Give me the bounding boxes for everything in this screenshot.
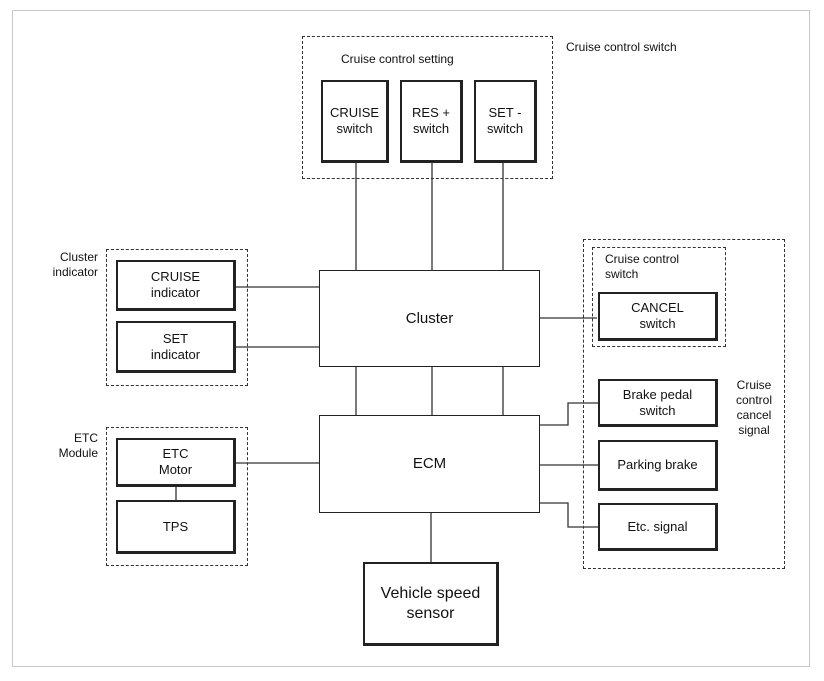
cruise-switch-group-label: Cruise control switch xyxy=(566,40,677,54)
cancel-switch-group xyxy=(592,247,726,347)
set-switch-box: SET -switch xyxy=(474,80,537,163)
etc-signal-box: Etc. signal xyxy=(598,503,718,551)
diagram-frame xyxy=(12,10,810,667)
tps-box: TPS xyxy=(116,500,236,554)
cruise-setting-label: Cruise control setting xyxy=(341,52,454,66)
cluster-box: Cluster xyxy=(319,270,540,367)
cluster-indicator-group xyxy=(106,249,248,386)
parking-brake-box: Parking brake xyxy=(598,440,718,491)
etc-module-group xyxy=(106,427,248,566)
res-switch-box: RES +switch xyxy=(400,80,463,163)
cruise-setting-group xyxy=(302,36,553,179)
ecm-box: ECM xyxy=(319,415,540,513)
cancel-signal-group xyxy=(583,239,785,569)
